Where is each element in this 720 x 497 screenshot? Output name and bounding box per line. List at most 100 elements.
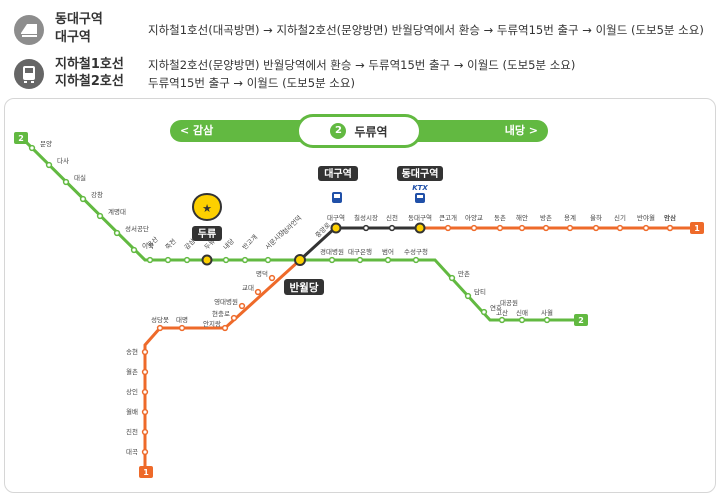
station-dot-12 [241,256,249,264]
route-description: 지하철2호선(문양방면) 반월당역에서 환승 → 두류역15번 출구 → 이월드… [148,58,576,72]
station-dot-eb1 [518,316,526,324]
station-dot-6 [130,246,138,254]
station-dot-9 [183,256,191,264]
station-dot-n8 [518,224,526,232]
station-dot-eb0 [498,316,506,324]
station-dot-s4 [221,324,229,332]
station-label: 안지랑 [203,319,221,328]
route-name: 지하철1호선 [55,57,124,72]
station-dot-ed1 [464,292,472,300]
transfer-station-daegu [330,222,342,234]
dongdaegu-label: 동대구역 [402,167,439,180]
station-dot-3 [79,195,87,203]
station-label: 안심 [664,213,676,222]
station-label: 대실 [74,173,86,182]
station-dot-sv2 [141,388,149,396]
station-label: 사월 [541,308,553,317]
station-dot-s1 [254,288,262,296]
station-markers [28,144,674,456]
route-row-subway: 지하철1호선 지하철2호선 지하철2호선(문양방면) 반월당역에서 환승 → 두… [0,52,720,96]
station-dot-s0 [268,274,276,282]
station-label: 문양 [40,140,52,148]
station-dot-n12 [616,224,624,232]
star-icon: ★ [202,202,212,215]
station-label: 대구은행 [348,247,372,256]
station-dot-st0 [178,324,186,332]
station-label: 죽전 [163,237,178,252]
station-label: 강창 [91,190,103,199]
station-label: 신매 [516,308,528,317]
station-label: 담티 [474,287,486,296]
station-dot-sv4 [141,428,149,436]
station-label: 성당못 [151,315,169,324]
station-label: 신기 [614,213,626,222]
station-dot-13 [264,256,272,264]
station-label: 동대구역 [408,213,432,222]
station-dot-n9 [542,224,550,232]
station-label: 교대 [242,284,254,292]
station-label: 신천 [386,213,398,222]
station-dot-n10 [566,224,574,232]
station-label: 대구역 [327,213,345,222]
station-label: 월촌 [126,367,138,376]
station-label: 고산 [496,308,508,317]
station-dot-e1 [356,256,364,264]
transfer-station-banwoldang [294,254,306,266]
station-dot-n15 [666,224,674,232]
station-label: 대곡 [126,448,138,456]
station-label: 대명 [176,315,188,324]
route-row-dongdaegu: 동대구역 대구역 지하철1호선(대곡방면) → 지하철2호선(문양방면) 반월당… [0,8,720,52]
station-label: 현충로 [212,309,230,318]
station-label: 반야월 [637,213,655,222]
station-label: 진천 [126,427,138,436]
station-label: 이곡 [142,241,154,250]
station-dot-n3 [388,224,396,232]
station-label: 경대병원 [320,247,344,256]
station-dot-e2 [384,256,392,264]
station-dot-ed0 [448,274,456,282]
line2-badge-text: 2 [578,316,584,325]
station-label: 영대병원 [214,297,238,306]
line2-badge-text: 2 [18,134,24,143]
subway-train-icon [14,59,44,89]
station-label: 명덕 [256,269,268,278]
station-dot-e0 [328,256,336,264]
station-label: 내당 [221,237,236,252]
station-dot-s2 [238,302,246,310]
station-dot-sv1 [141,368,149,376]
current-station-pill: 2 두류역 [296,114,422,148]
station-label: 큰고개 [439,213,457,222]
station-label: 반고개 [240,232,259,251]
station-dot-e3 [412,256,420,264]
station-label: 상인 [126,387,138,396]
duryu-hub-label: 두류 [198,228,216,240]
station-dot-eb2 [543,316,551,324]
station-label: 용계 [564,213,576,222]
station-dot-1 [45,161,53,169]
ktx-train-icon [14,15,44,45]
station-label: 계명대 [108,207,126,216]
current-station-name: 두류역 [354,124,388,139]
route-name: 동대구역 [55,12,103,27]
line1-track-south [143,258,302,472]
daegu-hub: 대구역 [318,166,358,203]
transfer-station-dongdaegu [414,222,426,234]
station-label: 수성구청 [404,247,428,256]
station-dot-st1 [156,324,164,332]
station-dot-n13 [642,224,650,232]
line1-badge-text: 1 [143,468,149,477]
station-label: 월배 [126,407,138,416]
station-dot-n2 [362,224,370,232]
station-label: 범어 [382,247,394,256]
line1-badge-text: 1 [694,224,700,233]
line1-terminal-badge-east: 1 [690,222,704,234]
prev-station-button[interactable]: < 감삼 [180,124,214,137]
station-label: 성서공단 [125,224,149,233]
station-dot-5 [113,229,121,237]
station-label: 방촌 [540,213,552,222]
station-dot-ed2 [480,308,488,316]
next-station-button[interactable]: 내당 > [504,124,538,137]
station-dot-n5 [444,224,452,232]
station-dot-7 [146,256,154,264]
